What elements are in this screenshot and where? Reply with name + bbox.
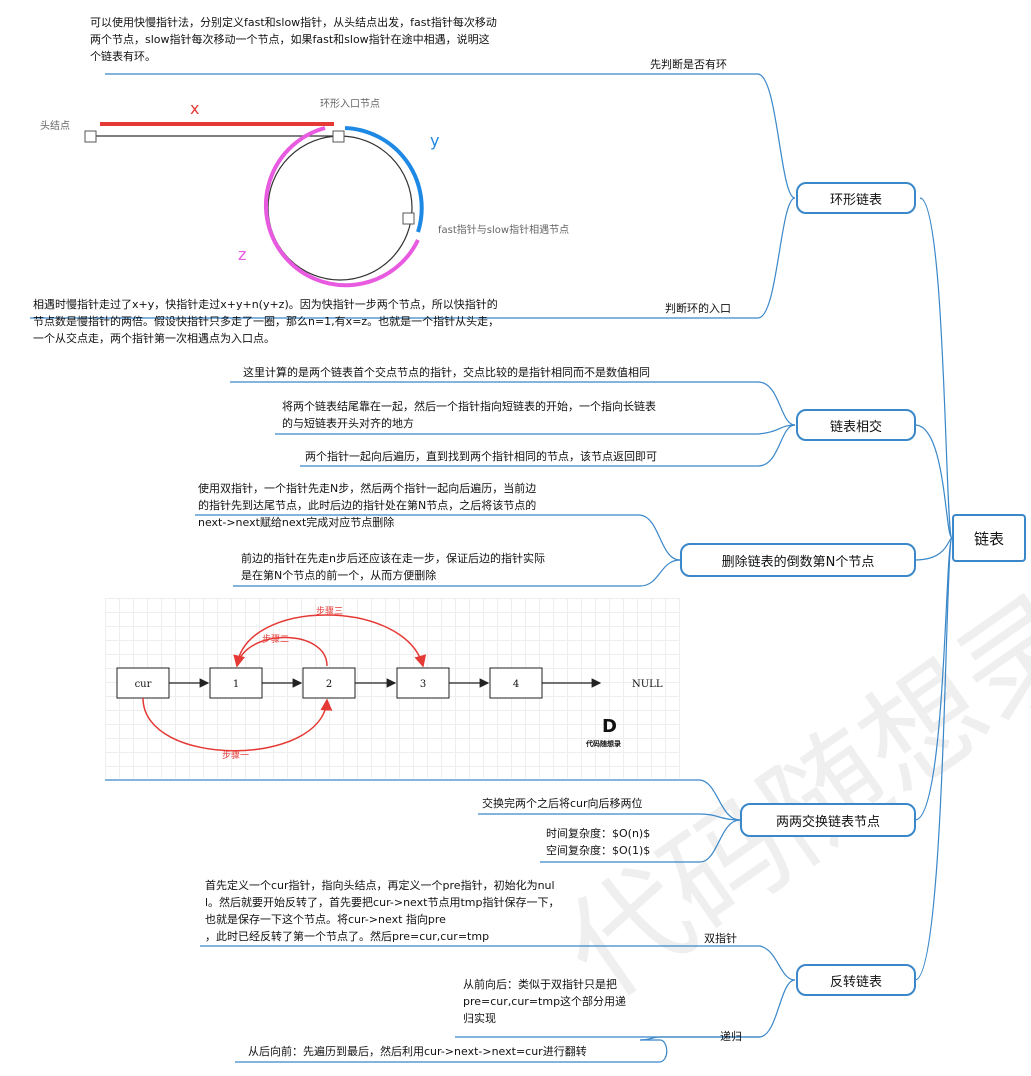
intersect-item-2: 将两个链表结尾靠在一起，然后一个指针指向短链表的开始，一个指向长链表 的与短链表…: [282, 400, 656, 430]
step3-label: 步骤三: [316, 607, 344, 617]
cycle-z-arc: [263, 126, 420, 288]
step1-label: 步骤一: [222, 751, 250, 761]
list-node-3: [396, 667, 450, 699]
y-label: y: [430, 131, 440, 150]
list-node-3-label: 3: [419, 679, 427, 690]
logo-letter: D: [602, 716, 617, 737]
intersect-item-3: 两个指针一起向后遍历，直到找到两个指针相同的节点，该节点返回即可: [305, 450, 657, 463]
remove-nth-diagram: [116, 614, 602, 752]
x-label: x: [190, 99, 200, 118]
meet-node-label: fast指针与slow指针相遇节点: [438, 225, 570, 236]
cycle-q2-text: 相遇时慢指针走过了x+y，快指针走过x+y+n(y+z)。因为快指针一步两个节点…: [33, 298, 500, 345]
list-node-cur: [116, 667, 170, 699]
z-label: z: [238, 245, 247, 264]
entry-node-square: [332, 130, 345, 143]
reverse-q2-text-a: 从前向后：类似于双指针只是把 pre=cur,cur=tmp这个部分用递 归实现: [463, 978, 627, 1025]
list-node-cur-label: cur: [134, 679, 152, 690]
intersect-item-1: 这里计算的是两个链表首个交点节点的指针，交点比较的是指针相同而不是数值相同: [243, 366, 650, 379]
cycle-q2-label: 判断环的入口: [665, 302, 731, 315]
swap-item-1: 交换完两个之后将cur向后移两位: [482, 797, 643, 810]
reverse-q2-text-b: 从后向前：先遍历到最后，然后利用cur->next->next=cur进行翻转: [248, 1045, 587, 1058]
remove-nth-item-2: 前边的指针在先走n步后还应该在走一步，保证后边的指针实际 是在第N个节点的前一个…: [241, 552, 545, 582]
list-node-4-label: 4: [512, 679, 520, 690]
branch-reverse[interactable]: 反转链表: [796, 964, 916, 996]
remove-nth-item-1: 使用双指针，一个指针先走N步，然后两个指针一起向后遍历，当前边 的指针先到达尾节…: [198, 482, 537, 529]
null-label: NULL: [632, 679, 663, 690]
logo-text: 代码随想录: [586, 740, 621, 748]
root-node[interactable]: 链表: [952, 514, 1026, 562]
reverse-q1-text: 首先定义一个cur指针，指向头结点，再定义一个pre指针，初始化为nul l。然…: [205, 879, 560, 943]
entry-node-label: 环形入口节点: [320, 99, 380, 110]
cycle-q1-label: 先判断是否有环: [650, 58, 727, 71]
cycle-y-arc: [344, 126, 424, 233]
cycle-q1-text: 可以使用快慢指针法，分别定义fast和slow指针，从头结点出发，fast指针每…: [90, 16, 497, 63]
list-node-1-label: 1: [232, 679, 240, 690]
reverse-q1-label: 双指针: [704, 932, 737, 945]
cycle-ring: [267, 135, 413, 281]
list-node-2: [302, 667, 356, 699]
list-node-4: [489, 667, 543, 699]
step2-label: 步骤二: [262, 635, 290, 645]
list-node-1: [209, 667, 263, 699]
swap-item-2: 时间复杂度：$O(n)$ 空间复杂度：$O(1)$: [546, 827, 651, 857]
branch-cycle[interactable]: 环形链表: [796, 182, 916, 214]
branch-remove-nth[interactable]: 删除链表的倒数第N个节点: [680, 543, 916, 577]
cycle-figure: [84, 122, 424, 288]
branch-intersect[interactable]: 链表相交: [796, 409, 916, 441]
head-node-label: 头结点: [40, 121, 70, 132]
reverse-q2-label: 递归: [720, 1030, 742, 1043]
branch-swap-pairs[interactable]: 两两交换链表节点: [740, 803, 916, 837]
meet-node-square: [402, 212, 415, 225]
head-node-square: [84, 130, 97, 143]
list-node-2-label: 2: [325, 679, 333, 690]
